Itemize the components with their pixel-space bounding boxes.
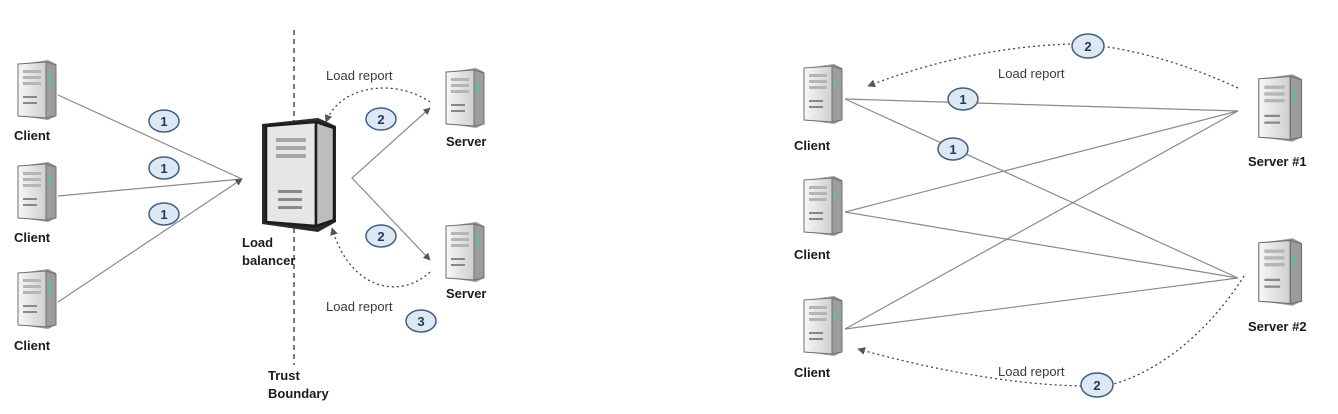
- client-2-icon: [17, 161, 57, 223]
- left-diagram: Client Client Client Load balancer Serve…: [14, 30, 486, 401]
- client3-to-lb-line: [57, 178, 243, 303]
- client-3-icon: [17, 268, 57, 330]
- svg-text:2: 2: [377, 229, 384, 244]
- load-report-label-bottom: Load report: [326, 299, 393, 314]
- load-balancer-label-line2: balancer: [242, 253, 295, 268]
- right-load-report-label-bottom: Load report: [998, 364, 1065, 379]
- svg-text:1: 1: [160, 114, 167, 129]
- right-client-3-label: Client: [794, 365, 831, 380]
- step-badge: 2: [1071, 33, 1105, 59]
- step-badge: 2: [365, 107, 397, 131]
- server-2-icon: [1258, 237, 1303, 307]
- svg-text:2: 2: [377, 112, 384, 127]
- step-badge: 2: [365, 224, 397, 248]
- load-balancer-icon: [262, 118, 336, 232]
- server-bottom-label: Server: [446, 286, 486, 301]
- svg-text:3: 3: [417, 314, 424, 329]
- step-badge: 1: [148, 202, 180, 226]
- server-1-icon: [1258, 73, 1303, 143]
- load-report-arrow-top-right: [867, 43, 1239, 89]
- svg-text:1: 1: [959, 92, 966, 107]
- server-bottom-icon: [445, 221, 485, 283]
- client2-to-server1-line: [844, 110, 1239, 213]
- client3-to-server2-line: [844, 277, 1239, 330]
- step-badge: 1: [937, 137, 969, 161]
- server-top-icon: [445, 67, 485, 129]
- trust-boundary-label-line1: Trust: [268, 368, 300, 383]
- svg-text:1: 1: [949, 142, 956, 157]
- client1-to-server1-line: [844, 98, 1239, 112]
- svg-text:2: 2: [1084, 39, 1091, 54]
- svg-text:1: 1: [160, 161, 167, 176]
- step-badge: 3: [405, 309, 437, 333]
- trust-boundary-label-line2: Boundary: [268, 386, 329, 401]
- client-1-label: Client: [14, 128, 51, 143]
- load-balancer-label-line1: Load: [242, 235, 273, 250]
- svg-text:2: 2: [1093, 378, 1100, 393]
- right-client-2-label: Client: [794, 247, 831, 262]
- step-badge: 1: [148, 109, 180, 133]
- load-report-label-top: Load report: [326, 68, 393, 83]
- right-load-report-label-top: Load report: [998, 66, 1065, 81]
- client1-to-lb-line: [57, 94, 243, 180]
- svg-text:1: 1: [160, 207, 167, 222]
- client2-to-server2-line: [844, 211, 1239, 279]
- load-report-arrow-bottom: [330, 227, 431, 288]
- right-client-2-icon: [803, 175, 843, 237]
- server-2-label: Server #2: [1248, 319, 1307, 334]
- server-1-label: Server #1: [1248, 154, 1307, 169]
- client-3-label: Client: [14, 338, 51, 353]
- client-2-label: Client: [14, 230, 51, 245]
- right-client-3-icon: [803, 295, 843, 357]
- step-badge: 1: [148, 156, 180, 180]
- load-report-arrow-bottom-right: [857, 275, 1245, 387]
- right-client-1-icon: [803, 63, 843, 125]
- step-badge: 1: [947, 87, 979, 111]
- right-diagram: Client Client Client Server #1 Server #2…: [794, 33, 1307, 398]
- client1-to-server2-line: [844, 98, 1239, 279]
- client2-to-lb-line: [57, 178, 243, 197]
- client3-to-server1-line: [844, 110, 1239, 330]
- right-client-1-label: Client: [794, 138, 831, 153]
- server-top-label: Server: [446, 134, 486, 149]
- lb-to-servers-line: [351, 107, 431, 261]
- step-badge: 2: [1080, 372, 1114, 398]
- client-1-icon: [17, 59, 57, 121]
